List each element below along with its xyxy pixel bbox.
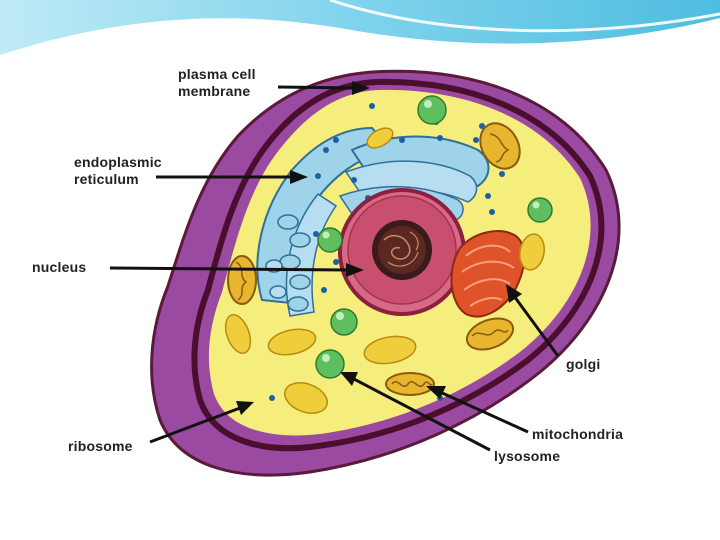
mitochondria-shapes [227, 122, 521, 396]
label-plasma-membrane-line2: membrane [178, 83, 251, 99]
label-ribosome: ribosome [68, 438, 133, 454]
arrow-mitochondria [439, 390, 529, 434]
label-lysosome: lysosome [494, 448, 561, 464]
label-endoplasmic-reticulum: endoplasmic reticulum [74, 154, 162, 188]
header-wave [0, 0, 720, 55]
golgi-shape [450, 230, 526, 318]
leader-arrows [109, 81, 560, 452]
arrow-lysosome [351, 376, 491, 452]
label-plasma-membrane: plasma cell membrane [178, 66, 256, 100]
label-plasma-membrane-line1: plasma cell [178, 66, 256, 82]
ribosomes [269, 103, 513, 401]
lysosomes [315, 95, 553, 379]
vesicles [224, 127, 545, 414]
label-mitochondria: mitochondria [532, 426, 624, 442]
nucleus-shape [338, 188, 466, 316]
membrane-line [191, 78, 605, 452]
label-er-line2: reticulum [74, 171, 139, 187]
header-wave-highlight [329, 0, 720, 33]
arrow-golgi [512, 295, 560, 357]
label-golgi: golgi [566, 356, 601, 372]
arrow-ribosome [149, 406, 241, 444]
label-er-line1: endoplasmic [74, 154, 162, 170]
arrow-nucleus [109, 266, 349, 272]
arrow-plasma-membrane [277, 85, 357, 90]
label-nucleus: nucleus [32, 259, 87, 275]
